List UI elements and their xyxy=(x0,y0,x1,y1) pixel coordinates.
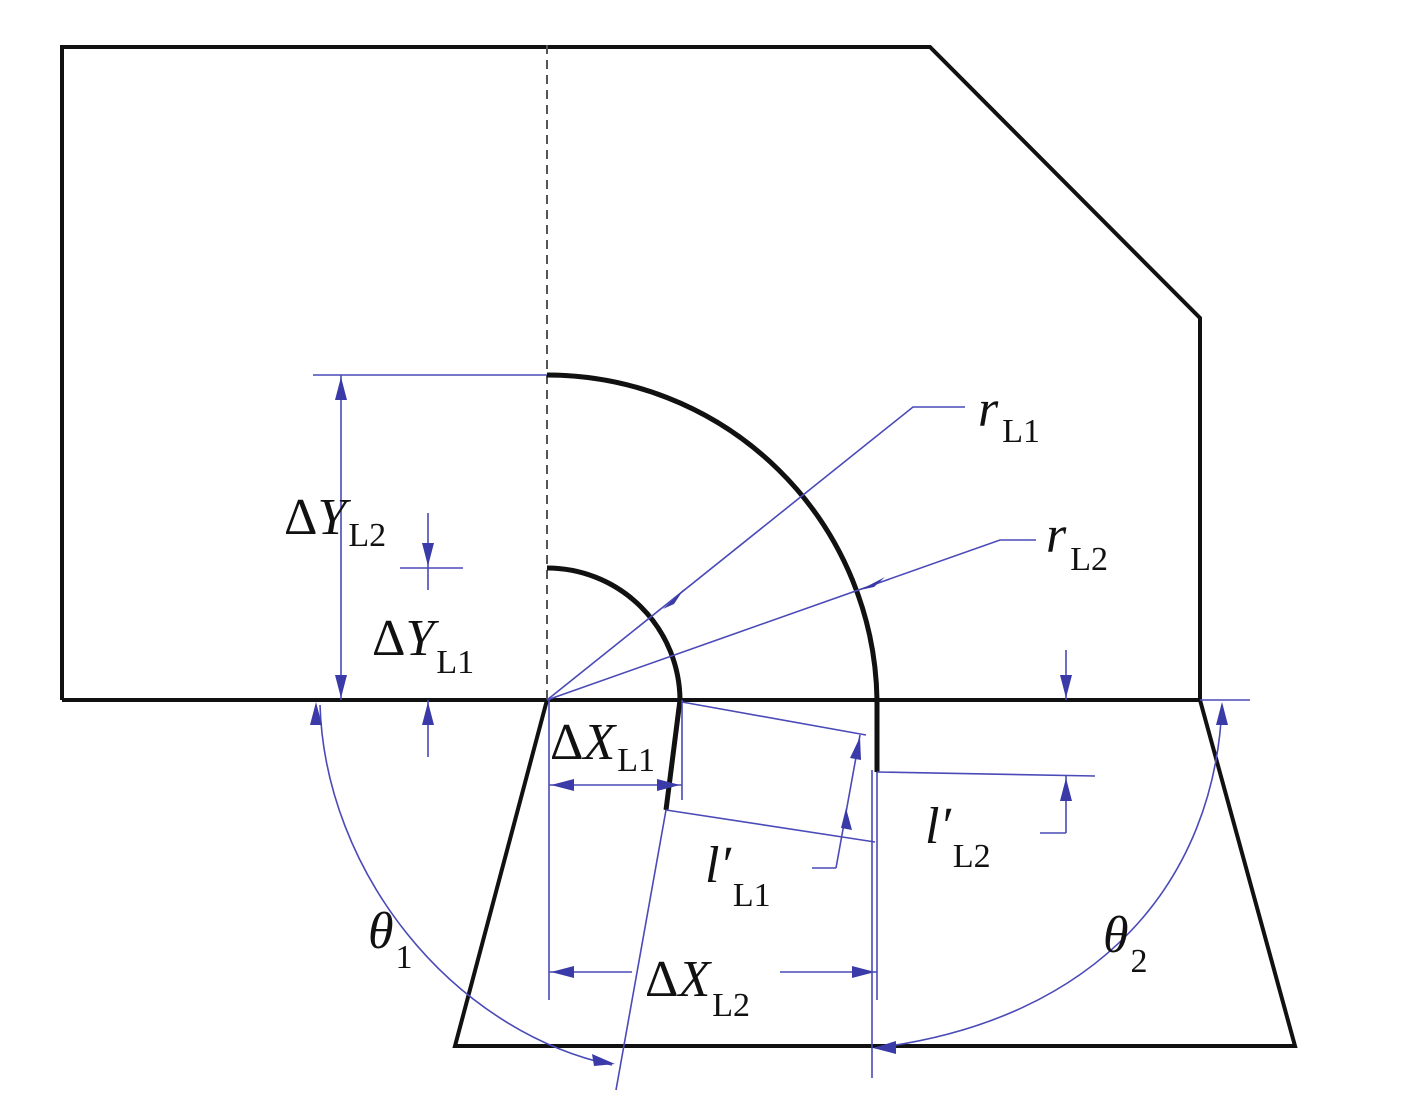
radius-arrow-l1 xyxy=(663,589,684,609)
label-lp-l1: l′L1 xyxy=(705,837,771,914)
theta2-arrow-top xyxy=(1216,702,1228,725)
radius-leader-l1 xyxy=(546,406,965,701)
label-dx-l1-sub: L1 xyxy=(617,742,655,779)
label-theta2-sub: 2 xyxy=(1131,943,1148,980)
label-theta1: θ1 xyxy=(368,903,413,976)
label-dx-l2-sub: L2 xyxy=(712,987,750,1024)
label-lp-l2-main: l′ xyxy=(925,798,952,855)
label-theta1-sub: 1 xyxy=(396,939,413,976)
lp-l1-arrow-top xyxy=(850,737,861,760)
label-lp-l2: l′L2 xyxy=(925,798,991,875)
label-lp-l1-sub: L1 xyxy=(733,877,771,914)
dy-l2-arrow-bottom xyxy=(335,675,347,698)
label-dx-l2: ΔXL2 xyxy=(645,951,750,1024)
label-dy-l1-sub: L1 xyxy=(436,644,474,681)
label-r-l1-main: r xyxy=(978,381,999,438)
dx-l2-arrow-right xyxy=(852,966,875,978)
lower-trapezoid-outline xyxy=(452,699,1298,1048)
theta2-angle-arc xyxy=(874,704,1223,1049)
lp-l1-arrow-bottom xyxy=(841,808,852,830)
label-lp-l2-sub: L2 xyxy=(953,838,991,875)
label-dx-l1: ΔXL1 xyxy=(550,714,655,779)
radius-arrow-l2 xyxy=(860,577,885,590)
dy-l2-arrow-top xyxy=(335,377,347,400)
label-dy-l1-main: ΔY xyxy=(372,610,439,667)
label-dy-l2-main: ΔY xyxy=(284,489,351,546)
theta1-angle-arc xyxy=(319,704,613,1066)
lp-l1-edge-top xyxy=(681,701,867,736)
dx-l1-arrow-left xyxy=(551,779,574,791)
lp-l2-arrow-bottom xyxy=(1060,778,1072,801)
label-r-l1-sub: L1 xyxy=(1002,413,1040,450)
inner-arc-l1 xyxy=(546,565,683,701)
theta1-arrow-bottom xyxy=(592,1054,615,1066)
outer-arc-l2 xyxy=(546,372,880,701)
label-dx-l1-main: ΔX xyxy=(550,714,617,771)
lp-l2-arrow-top xyxy=(1060,675,1072,698)
dx-l1-arrow-right xyxy=(657,779,680,791)
dx-l2-arrow-left xyxy=(551,966,574,978)
lp-l2-extension xyxy=(876,771,1096,777)
lp-l1-edge-bottom xyxy=(665,809,876,843)
label-dy-l2: ΔYL2 xyxy=(284,489,386,554)
label-r-l2-sub: L2 xyxy=(1070,541,1108,578)
dy-l1-arrow-bottom xyxy=(422,702,434,725)
label-dx-l2-main: ΔX xyxy=(645,951,712,1008)
label-theta2-main: θ xyxy=(1103,907,1129,964)
inner-stub-l1 xyxy=(663,699,683,811)
label-r-l2-main: r xyxy=(1046,507,1067,564)
label-dy-l2-sub: L2 xyxy=(348,517,386,554)
upper-body-outline xyxy=(60,45,1202,700)
theta1-arrow-top xyxy=(310,702,322,725)
label-theta1-main: θ xyxy=(368,903,394,960)
stub-l1-projection xyxy=(615,809,667,1091)
label-dy-l1: ΔYL1 xyxy=(372,610,474,681)
label-lp-l1-main: l′ xyxy=(705,837,732,894)
dy-l1-arrow-top xyxy=(422,543,434,566)
radius-leader-l2 xyxy=(546,539,1036,701)
label-theta2: θ2 xyxy=(1103,907,1148,980)
theta2-arrow-bottom xyxy=(873,1041,896,1054)
